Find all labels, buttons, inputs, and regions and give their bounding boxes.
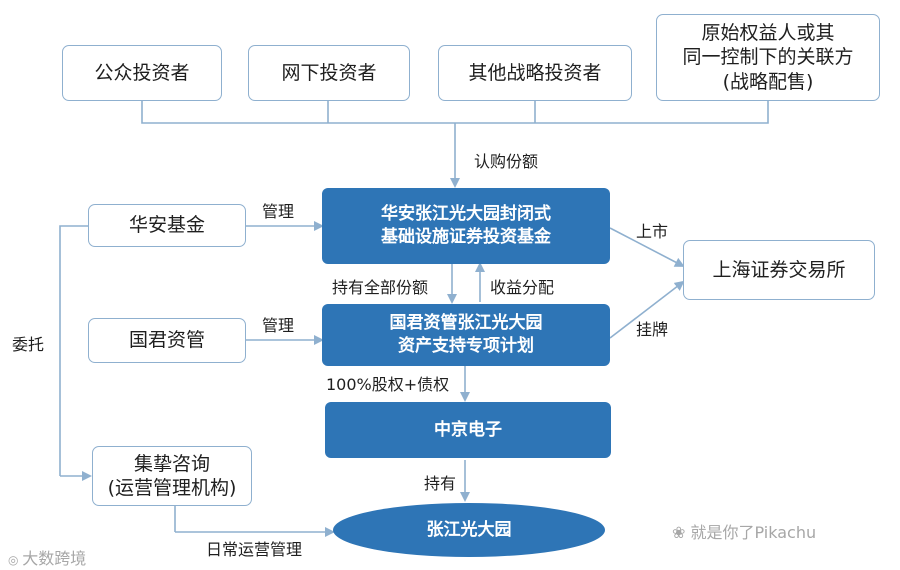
manage-label-huaan: 管理 xyxy=(262,202,295,221)
entrust-line xyxy=(59,225,88,476)
reit-fund-box: 华安张江光大园封闭式 基础设施证券投资基金 xyxy=(322,188,610,264)
other-strategic-investors-box: 其他战略投资者 xyxy=(438,45,632,101)
original-owner-label: 原始权益人或其 同一控制下的关联方 (战略配售) xyxy=(682,22,854,93)
sse-label: 上海证券交易所 xyxy=(712,258,846,281)
zhangjiang-park-label: 张江光大园 xyxy=(426,519,512,540)
watermark-right-text: 就是你了Pikachu xyxy=(690,523,817,542)
sse-box: 上海证券交易所 xyxy=(683,240,875,300)
other-strategic-investors-label: 其他战略投资者 xyxy=(468,61,602,84)
watermark-left: ◎ 大数跨境 xyxy=(8,545,86,569)
hold-all-label: 持有全部份额 xyxy=(332,278,429,297)
huaan-fund-label: 华安基金 xyxy=(128,214,205,237)
offline-investors-box: 网下投资者 xyxy=(248,45,410,101)
listing-arrow xyxy=(609,280,685,339)
abs-plan-box: 国君资管张江光大园 资产支持专项计划 xyxy=(322,304,610,366)
public-investors-label: 公众投资者 xyxy=(94,61,190,84)
income-label: 收益分配 xyxy=(490,278,555,297)
jizhi-consulting-label: 集挚咨询 (运营管理机构) xyxy=(107,452,237,499)
reit-fund-label: 华安张江光大园封闭式 基础设施证券投资基金 xyxy=(381,204,551,247)
watermark-right-icon: ❀ xyxy=(672,523,691,542)
list-label: 上市 xyxy=(636,222,669,241)
entrust-label: 委托 xyxy=(12,335,45,354)
zhongjing-electronics-box: 中京电子 xyxy=(325,402,611,458)
daily-ops-label: 日常运营管理 xyxy=(206,540,303,559)
original-owner-box: 原始权益人或其 同一控制下的关联方 (战略配售) xyxy=(656,14,880,101)
jizhi-consulting-box: 集挚咨询 (运营管理机构) xyxy=(92,446,252,506)
listing-label: 挂牌 xyxy=(636,320,669,339)
public-investors-box: 公众投资者 xyxy=(62,45,222,101)
watermark-left-text: 大数跨境 xyxy=(22,549,87,568)
investor-bracket-line xyxy=(141,101,769,124)
manage-label-guojun: 管理 xyxy=(262,316,295,335)
guojun-asset-label: 国君资管 xyxy=(128,329,205,352)
subscribe-label: 认购份额 xyxy=(474,152,539,171)
zhangjiang-park-ellipse: 张江光大园 xyxy=(333,503,605,557)
equity-debt-label: 100%股权+债权 xyxy=(326,375,450,394)
list-arrow xyxy=(609,227,685,267)
offline-investors-label: 网下投资者 xyxy=(281,61,377,84)
huaan-fund-box: 华安基金 xyxy=(88,204,246,247)
hold-label: 持有 xyxy=(424,474,457,493)
watermark-left-icon: ◎ xyxy=(8,553,23,567)
guojun-asset-box: 国君资管 xyxy=(88,318,246,363)
watermark-right: ❀ 就是你了Pikachu xyxy=(672,519,816,543)
zhongjing-electronics-label: 中京电子 xyxy=(434,419,502,440)
abs-plan-label: 国君资管张江光大园 资产支持专项计划 xyxy=(389,313,543,356)
